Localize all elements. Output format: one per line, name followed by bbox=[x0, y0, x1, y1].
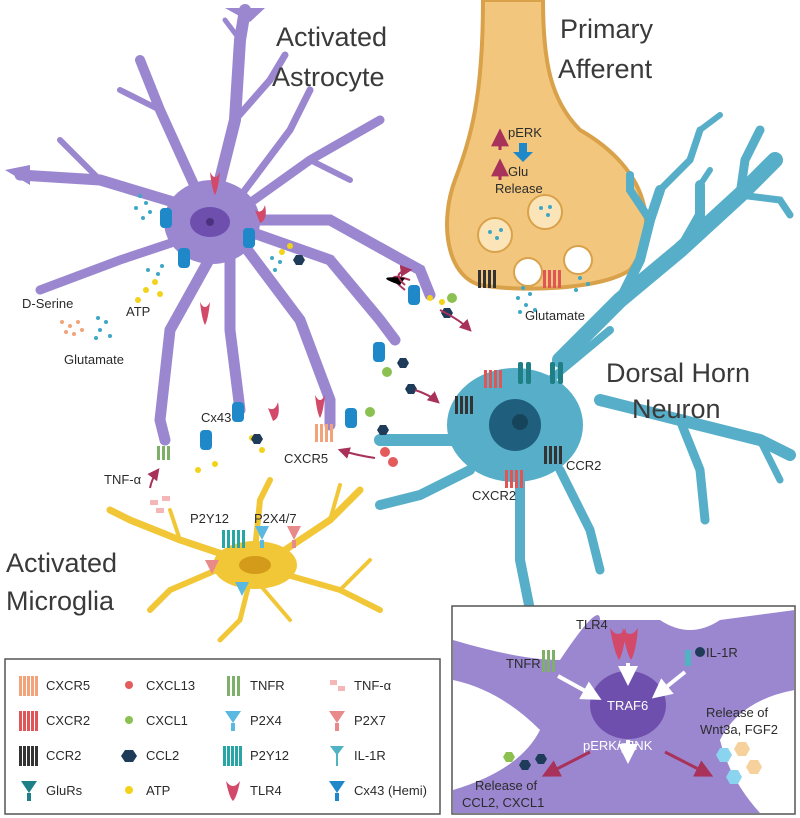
legend-label: CCR2 bbox=[46, 748, 81, 763]
legend-label: P2Y12 bbox=[250, 748, 289, 763]
glu-label: Glu bbox=[508, 164, 528, 179]
glurs-channel-neuron bbox=[518, 362, 563, 384]
legend-label: CXCL1 bbox=[146, 713, 188, 728]
cxcr5-label: CXCR5 bbox=[284, 451, 328, 466]
cxcr5-receptor-icon bbox=[19, 676, 38, 696]
legend-label: TNF-α bbox=[354, 678, 392, 693]
legend-label: IL-1R bbox=[354, 748, 386, 763]
title-activated-microglia: Activated bbox=[6, 548, 117, 578]
inset-release-left-1: Release of bbox=[475, 778, 538, 793]
glurs-channel-icon bbox=[21, 781, 37, 801]
tnf-alpha-label: TNF-α bbox=[104, 472, 142, 487]
inset-release-right-1: Release of bbox=[706, 705, 769, 720]
tnfr-receptor-inset bbox=[542, 650, 555, 672]
inset-tnfr-label: TNFR bbox=[506, 656, 541, 671]
released-ccl2-cxcl1 bbox=[503, 752, 547, 770]
ccr2-receptor-neuron-left bbox=[455, 396, 473, 414]
cx43-hemichannel-icon bbox=[329, 781, 345, 801]
il1r-receptor-inset bbox=[685, 647, 705, 666]
inset-release-right-2: Wnt3a, FGF2 bbox=[700, 722, 778, 737]
title-activated-astro: Activated bbox=[276, 22, 387, 52]
arrow-cxcl13-to-cxcr5 bbox=[337, 447, 376, 459]
tnf-alpha-molecules bbox=[150, 496, 170, 513]
ccr2-receptor-neuron-right bbox=[544, 446, 562, 464]
cxcl1-dot-icon bbox=[125, 716, 133, 724]
legend-label: CCL2 bbox=[146, 748, 179, 763]
ccl2-hexagon-icon bbox=[121, 750, 137, 762]
inset-cell: TLR4 TNFR IL-1R TRAF6 pERK/pJNK Release … bbox=[453, 610, 794, 813]
cxcr2-receptor-neuron-top bbox=[484, 370, 502, 388]
p2x-channels-microglia bbox=[205, 526, 301, 596]
p2y12-receptor-icon bbox=[223, 746, 242, 766]
atp-dot-icon bbox=[125, 786, 133, 794]
legend-label: GluRs bbox=[46, 783, 83, 798]
perk-label: pERK bbox=[508, 125, 542, 140]
inset-tlr4-label: TLR4 bbox=[576, 617, 608, 632]
p2x47-label: P2X4/7 bbox=[254, 511, 297, 526]
tlr4-receptors-astrocyte bbox=[200, 172, 325, 421]
arrow-to-afferent bbox=[439, 309, 472, 332]
cxcr2-receptor-neuron-bottom bbox=[505, 470, 523, 488]
p2y12-label: P2Y12 bbox=[190, 511, 229, 526]
arrow-to-neuron bbox=[414, 389, 440, 404]
ccr2-receptor-afferent bbox=[478, 270, 496, 288]
inset-release-left-2: CCL2, CXCL1 bbox=[462, 795, 544, 810]
ccr2-label: CCR2 bbox=[566, 458, 601, 473]
tnf-alpha-icon bbox=[330, 680, 345, 691]
release-label: Release bbox=[495, 181, 543, 196]
cx43-label: Cx43 bbox=[201, 410, 231, 425]
tlr4-receptor-inset bbox=[610, 628, 638, 660]
cxcr2-label: CXCR2 bbox=[472, 488, 516, 503]
arrow-tnf-to-astrocyte bbox=[147, 468, 160, 489]
legend-label: CXCR5 bbox=[46, 678, 90, 693]
traf6-node bbox=[590, 671, 666, 739]
legend-label: P2X4 bbox=[250, 713, 282, 728]
legend-label: P2X7 bbox=[354, 713, 386, 728]
il1r-receptor-icon bbox=[330, 746, 344, 766]
legend-label: TNFR bbox=[250, 678, 285, 693]
title-neuron: Neuron bbox=[632, 394, 721, 424]
title-microglia: Microglia bbox=[6, 586, 115, 616]
cxcr2-receptor-afferent bbox=[543, 270, 561, 288]
glutamate-afferent-label: Glutamate bbox=[525, 308, 585, 323]
tnfr-receptor-icon bbox=[227, 676, 240, 696]
legend-label: TLR4 bbox=[250, 783, 282, 798]
tlr4-receptor-icon bbox=[226, 781, 240, 801]
cx43-hemichannels-astrocyte bbox=[160, 208, 420, 450]
atp-label: ATP bbox=[126, 304, 150, 319]
p2x7-channel-icon bbox=[329, 711, 345, 731]
ccr2-receptor-icon bbox=[19, 746, 38, 766]
primary-afferent-terminal: pERK Glu Release Glutamate bbox=[445, 0, 648, 323]
inset-perk-pjnk-label: pERK/pJNK bbox=[583, 738, 653, 753]
dorsal-horn-neuron bbox=[374, 112, 796, 615]
title-afferent: Afferent bbox=[558, 54, 653, 84]
released-wnt3a-fgf2 bbox=[716, 742, 762, 784]
inset-il1r-label: IL-1R bbox=[706, 645, 738, 660]
arrow-release-right bbox=[664, 750, 714, 777]
microglia-nucleus bbox=[239, 556, 271, 574]
legend-label: Cx43 (Hemi) bbox=[354, 783, 427, 798]
tnfr-receptor-astrocyte bbox=[157, 446, 170, 460]
cxcr5-receptor-astrocyte bbox=[315, 424, 333, 442]
microglia-processes bbox=[106, 477, 383, 643]
glutamate-astro-label: Glutamate bbox=[64, 352, 124, 367]
arrow-from-afferent bbox=[397, 264, 413, 286]
cxcl13-dot-icon bbox=[125, 681, 133, 689]
cxcr2-receptor-icon bbox=[19, 711, 38, 731]
legend-label: ATP bbox=[146, 783, 170, 798]
arrow-release-left bbox=[541, 750, 591, 777]
title-primary: Primary bbox=[560, 14, 653, 44]
title-dorsal-horn: Dorsal Horn bbox=[606, 358, 750, 388]
d-serine-label: D-Serine bbox=[22, 296, 73, 311]
p2y12-receptor-microglia bbox=[222, 530, 245, 548]
legend-label: CXCL13 bbox=[146, 678, 195, 693]
legend-box bbox=[4, 658, 441, 815]
p2x4-channel-icon bbox=[225, 711, 241, 731]
legend-label: CXCR2 bbox=[46, 713, 90, 728]
title-astrocyte: Astrocyte bbox=[272, 62, 385, 92]
inset-traf6-label: TRAF6 bbox=[607, 698, 648, 713]
